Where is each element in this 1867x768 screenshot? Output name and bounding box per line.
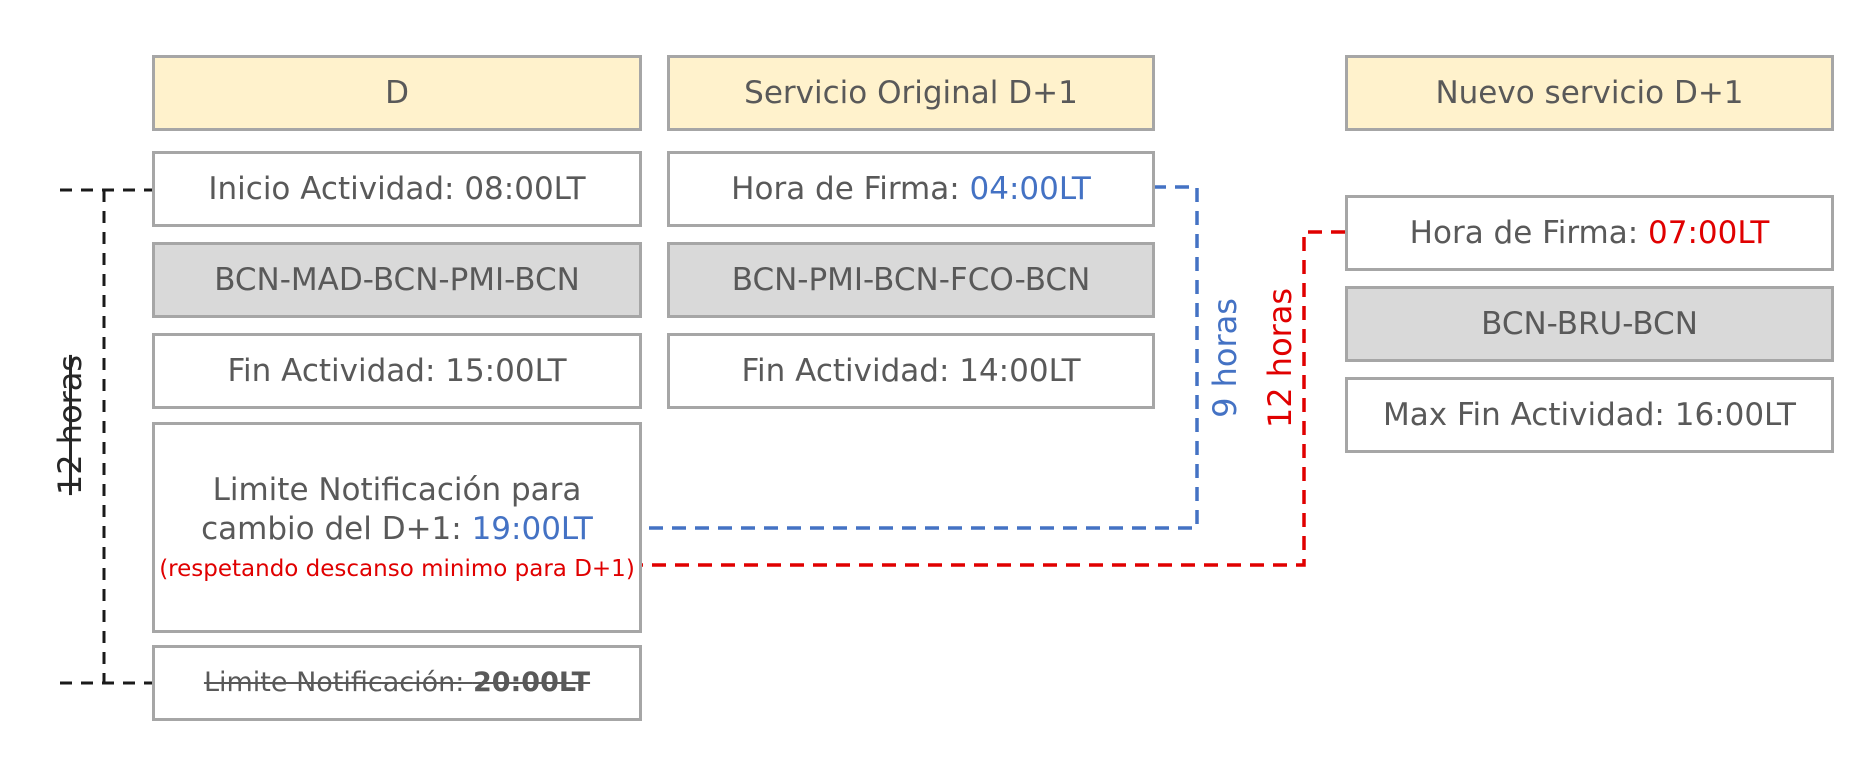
original-fin-text: Fin Actividad: 14:00LT bbox=[741, 352, 1081, 389]
d-limite-note: (respetando descanso minimo para D+1) bbox=[159, 555, 635, 582]
d-inicio-text: Inicio Actividad: 08:00LT bbox=[208, 170, 586, 207]
header-d-text: D bbox=[385, 74, 409, 111]
d-route-box: BCN-MAD-BCN-PMI-BCN bbox=[152, 242, 642, 318]
d-route-text: BCN-MAD-BCN-PMI-BCN bbox=[214, 261, 580, 298]
original-route-box: BCN-PMI-BCN-FCO-BCN bbox=[667, 242, 1155, 318]
header-nuevo-text: Nuevo servicio D+1 bbox=[1435, 74, 1744, 111]
d-fin-box: Fin Actividad: 15:00LT bbox=[152, 333, 642, 409]
header-nuevo: Nuevo servicio D+1 bbox=[1345, 55, 1834, 131]
original-firma-prefix: Hora de Firma: bbox=[731, 170, 970, 207]
header-original: Servicio Original D+1 bbox=[667, 55, 1155, 131]
d-old-limite-prefix: Limite Notificación: bbox=[203, 667, 473, 699]
d-old-limite-text: Limite Notificación: 20:00LT bbox=[204, 666, 590, 700]
nuevo-firma-text: Hora de Firma: 07:00LT bbox=[1410, 214, 1770, 253]
red-connector bbox=[640, 230, 1345, 567]
black-bracket bbox=[60, 188, 152, 685]
d-inicio-box: Inicio Actividad: 08:00LT bbox=[152, 151, 642, 227]
d-limite-line2-prefix: cambio del D+1: bbox=[201, 511, 472, 548]
original-fin-box: Fin Actividad: 14:00LT bbox=[667, 333, 1155, 409]
d-old-limite-time: 20:00LT bbox=[472, 667, 591, 699]
d-fin-text: Fin Actividad: 15:00LT bbox=[227, 352, 567, 389]
d-limite-line2: cambio del D+1: 19:00LT bbox=[201, 510, 593, 549]
red-12-horas-label: 12 horas bbox=[1261, 287, 1299, 429]
nuevo-max-fin-text: Max Fin Actividad: 16:00LT bbox=[1383, 396, 1796, 433]
nuevo-firma-time: 07:00LT bbox=[1648, 214, 1770, 251]
nuevo-firma-box: Hora de Firma: 07:00LT bbox=[1345, 195, 1834, 271]
d-limite-box: Limite Notificación para cambio del D+1:… bbox=[152, 422, 642, 633]
original-firma-box: Hora de Firma: 04:00LT bbox=[667, 151, 1155, 227]
d-limite-line1: Limite Notificación para bbox=[212, 472, 582, 509]
nuevo-route-box: BCN-BRU-BCN bbox=[1345, 286, 1834, 362]
left-12-horas-label: 12 horas bbox=[51, 354, 89, 496]
blue-9-horas-label: 9 horas bbox=[1206, 298, 1244, 418]
header-original-text: Servicio Original D+1 bbox=[744, 74, 1078, 111]
original-route-text: BCN-PMI-BCN-FCO-BCN bbox=[731, 261, 1091, 298]
header-d: D bbox=[152, 55, 642, 131]
nuevo-max-fin-box: Max Fin Actividad: 16:00LT bbox=[1345, 377, 1834, 453]
d-limite-time: 19:00LT bbox=[471, 511, 593, 548]
nuevo-route-text: BCN-BRU-BCN bbox=[1481, 305, 1698, 342]
original-firma-time: 04:00LT bbox=[969, 170, 1091, 207]
d-old-limite-box: Limite Notificación: 20:00LT bbox=[152, 645, 642, 721]
blue-connector bbox=[640, 185, 1199, 530]
original-firma-text: Hora de Firma: 04:00LT bbox=[731, 170, 1091, 209]
nuevo-firma-prefix: Hora de Firma: bbox=[1409, 214, 1649, 251]
